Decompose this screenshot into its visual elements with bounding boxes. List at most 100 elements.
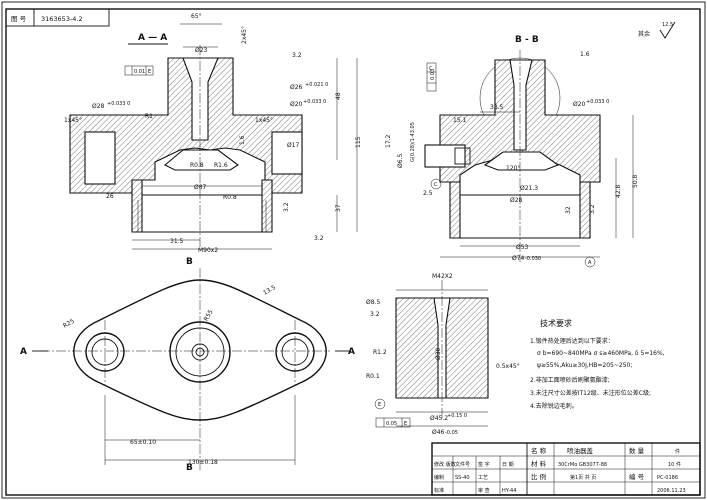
ra-b1: 1.6	[580, 51, 590, 58]
dim-a-r08: R0.8	[190, 162, 204, 169]
tb-code-0: SS-40	[455, 475, 470, 481]
section-a-cut-marks: A A B B	[20, 257, 355, 473]
tb-role-1: 工艺	[478, 475, 488, 481]
tb-material-label: 材 料	[531, 459, 547, 468]
dim-b-h32: 32	[565, 206, 572, 214]
tb-code-label: 编 号	[629, 472, 645, 481]
tb-code-1: HY-44	[502, 488, 516, 494]
dim-a-h37: 37	[335, 204, 342, 212]
dim-a-thread: M90x2	[198, 247, 218, 254]
dim-c-d46-tol: -0.05	[445, 430, 458, 436]
dim-a-angle: 65°	[191, 13, 202, 20]
technical-requirements: 技术要求 1.锻件热处理后达到以下要求： σ b=690~840MPa σ s≥…	[530, 318, 665, 410]
dim-a-d26-tol: +0.021 0	[305, 82, 328, 88]
ra-b: 3.2	[314, 235, 324, 242]
tb-name-value: 喷油器盖	[567, 446, 594, 455]
dim-b-h428: 42.8	[615, 184, 622, 198]
dim-a-d28-tol: +0.033 0	[107, 101, 130, 107]
dim-b-d20: Ø20	[573, 101, 586, 108]
dim-c-d30: Ø30	[435, 347, 442, 360]
tb-row-label-1: 文件号	[455, 461, 470, 468]
dim-b-d28: Ø28	[510, 197, 523, 204]
dim-plan-thick: 13.5	[262, 284, 277, 297]
svg-text:C: C	[429, 66, 433, 72]
dim-b-d74-tol: -0.030	[525, 256, 541, 262]
dim-a-d26: Ø26	[290, 84, 303, 91]
dim-b-g: G(0.28)/1-43.05	[410, 122, 416, 162]
datum-a: A	[588, 260, 592, 266]
ra-d: 1.6	[239, 135, 246, 145]
dim-b-l172: 17.2	[385, 134, 392, 148]
roughness-other-label: 其余	[638, 30, 650, 38]
dim-b-angle: 120°	[506, 165, 520, 172]
tech-req-line-2: σ b=690~840MPa σ s≥460MPa, δ 5=16%,	[537, 350, 665, 357]
section-b-view: B - B 33.5 15.1 Ø20 +0.033 0 G(0.28)/1-4…	[385, 35, 639, 268]
dim-b-d151: 15.1	[453, 117, 467, 124]
dim-a-chamfer: 2x45°	[241, 26, 248, 44]
dim-plan-r55: R55	[203, 309, 215, 323]
dim-a-d20: Ø20	[290, 101, 303, 108]
svg-text:E: E	[148, 69, 151, 75]
dim-b-d20-tol: +0.033 0	[586, 99, 609, 105]
dim-a-d23: Ø23	[195, 47, 208, 54]
tb-code-value: PC-0186	[657, 475, 678, 481]
cut-a-right: A	[348, 347, 355, 357]
dim-c-d85: Ø8.5	[366, 299, 380, 306]
section-a-view: A — A 65° Ø23 2x45° Ø28 +0.033 0 R1 R0.8…	[64, 13, 362, 254]
dim-a-d20-tol: +0.033 0	[303, 99, 326, 105]
dim-a-d87: Ø87	[194, 184, 207, 191]
roughness-other-note: 其余 12.5	[638, 21, 676, 39]
ra-c1: 3.2	[370, 311, 380, 318]
tb-row-label-2: 签 字	[478, 461, 490, 468]
tech-req-line-6: 4.去除锐边毛刺。	[530, 402, 578, 410]
tech-req-heading: 技术要求	[540, 318, 572, 328]
svg-text:12.5: 12.5	[662, 22, 673, 28]
svg-text:E: E	[404, 421, 407, 427]
dim-c-d46: Ø46	[432, 429, 445, 436]
datum-e: E	[378, 402, 381, 408]
dim-a-r08b: R0.8	[223, 194, 237, 201]
tb-qty-label: 数 量	[629, 446, 645, 455]
dim-a-width: 26	[106, 193, 114, 200]
dim-a-r1: R1	[145, 113, 153, 120]
dim-c-d452-tol: +0.15 0	[447, 413, 467, 419]
tb-role-3: 审 查	[478, 487, 490, 494]
dim-b-d213: Ø21.3	[520, 185, 538, 192]
dim-a-d28: Ø28	[92, 103, 105, 110]
gdt-frame-a: 0.01 E	[124, 65, 154, 76]
datum-c: C	[434, 182, 438, 188]
drawing-frame	[5, 8, 701, 496]
tech-req-line-3: ψ≥55%,Aku≥30J,HB=205~250;	[537, 362, 632, 369]
dim-b-d6: Ø6.5	[397, 154, 404, 168]
drawing-number-value: 3163653-4.2	[41, 15, 83, 23]
dim-plan-r25: R25	[62, 318, 76, 330]
tb-row-label-3: 日 期	[502, 462, 514, 468]
dim-c-r01: R0.1	[366, 373, 380, 380]
dim-c-c05: 0.5x45°	[496, 363, 520, 370]
dim-b-d74: Ø74	[512, 255, 525, 262]
tb-date-value: 2006.11.23	[657, 488, 686, 494]
dim-b-l25: 2.5	[423, 190, 433, 197]
section-b-label: B - B	[515, 35, 539, 45]
dim-a-r16: R1.6	[214, 162, 228, 169]
dim-plan-130: 130±0.18	[188, 459, 218, 466]
tech-req-line-1: 1.锻件热处理后达到以下要求：	[530, 337, 614, 345]
tb-qty-value: 件	[675, 448, 680, 455]
ra-c: 3.2	[283, 202, 290, 212]
cut-b-bottom: B	[186, 463, 193, 473]
gdt-frame-c: 0.05 E	[375, 417, 411, 428]
cut-b-top: B	[186, 257, 193, 267]
dim-b-d335: 33.5	[490, 104, 504, 111]
drawing-number-label: 图 号	[11, 15, 27, 23]
tech-req-line-4: 2.非加工面喷砂后刷聚氨酯漆;	[530, 376, 610, 384]
dim-a-h115: 115	[355, 136, 362, 148]
tb-sheet-value: 第1页 共 页	[570, 474, 596, 481]
dim-a-h48: 48	[335, 92, 342, 100]
title-block: 修改 版数 文件号 签 字 日 期 编制 工艺 标准 审 查 SS-40 HY-…	[431, 442, 701, 496]
dim-a-len315: 31.5	[170, 238, 184, 245]
tb-material-value: 30CrMo GB3077-88	[558, 462, 607, 468]
dim-a-chamfer2: 1x45°	[255, 117, 273, 124]
drawing-number-box: 图 号 3163653-4.2	[5, 8, 110, 27]
